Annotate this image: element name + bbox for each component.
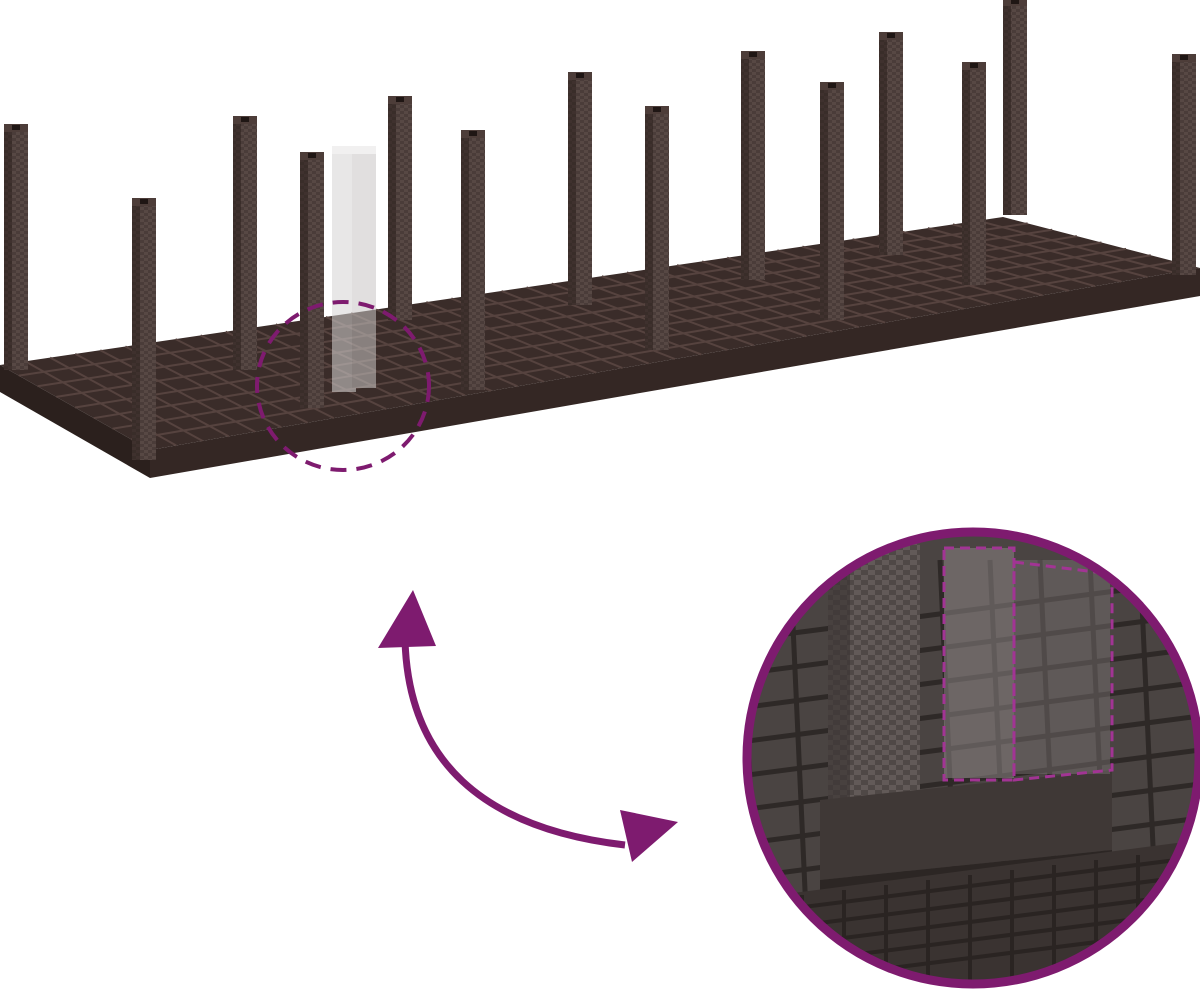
support-post xyxy=(233,116,257,370)
base-top-face xyxy=(0,217,1200,450)
base-right-face xyxy=(150,268,1200,478)
support-post xyxy=(461,130,485,390)
support-post xyxy=(645,106,669,350)
zoom-ghost-outline xyxy=(942,546,1016,782)
support-post xyxy=(879,32,903,255)
support-post xyxy=(568,72,592,305)
support-post xyxy=(300,152,324,408)
dashed-circle-highlight-icon xyxy=(255,300,431,472)
support-post xyxy=(4,124,28,370)
ghost-post xyxy=(332,146,376,392)
support-post xyxy=(132,198,156,460)
curved-double-arrow-icon xyxy=(378,590,678,862)
base-front-face xyxy=(0,365,150,478)
support-post xyxy=(388,96,412,320)
raised-bed-base xyxy=(0,217,1200,478)
support-post xyxy=(1003,0,1027,215)
support-post xyxy=(820,82,844,320)
support-post xyxy=(1172,54,1196,275)
support-posts xyxy=(4,0,1196,460)
support-post xyxy=(741,51,765,280)
support-post xyxy=(962,62,986,285)
magnified-detail-circle xyxy=(742,527,1200,989)
